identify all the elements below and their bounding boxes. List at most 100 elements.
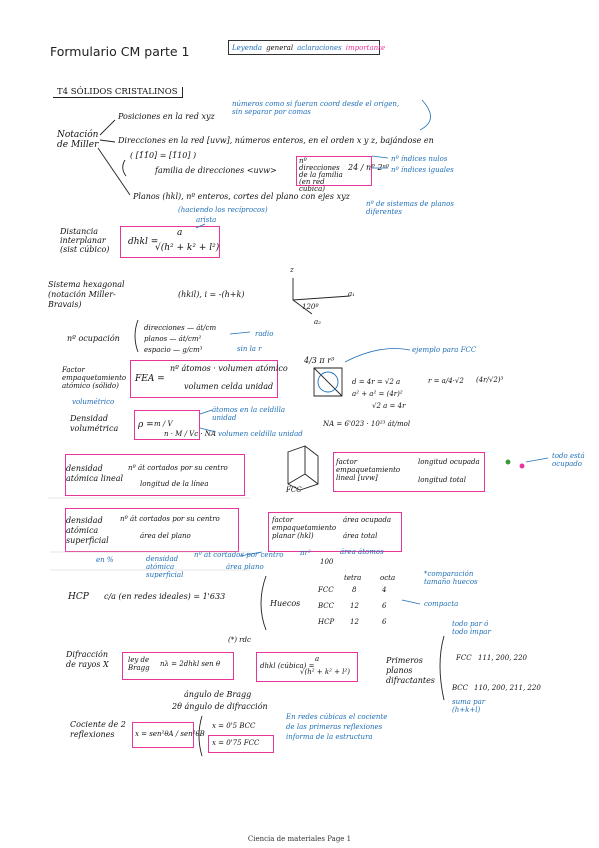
surface-packing-label: factor empaquetamiento planar (hkl) (272, 516, 337, 540)
dir-count-note: nº índices nulos (391, 155, 448, 163)
miller-family: familia de direcciones <uvw> (155, 166, 277, 175)
occupation-label: nº ocupación (67, 334, 120, 343)
surface-label: densidad atómica superficial (66, 516, 109, 545)
hcp-col-octa: octa (380, 574, 396, 582)
reflections-box (132, 722, 194, 748)
hcp-row-name: BCC (318, 602, 334, 610)
occupation-row: espacio — g/cm³ (144, 346, 203, 354)
miller-planes-family-note: nº de sistemas de planos diferentes (366, 200, 454, 216)
linear-packing-note: todo está ocupado (552, 452, 585, 468)
note-arrow (229, 331, 251, 335)
fea-example-note: ejemplo para FCC (412, 346, 477, 354)
surface-num: nº át cortados por su centro (120, 515, 220, 523)
spacing-num: a (177, 228, 183, 238)
fea-sphere: 4/3 π r³ (304, 356, 335, 365)
hcp-note-compare: *comparación tamaño huecos (424, 570, 478, 586)
dir-count-note: nº índices iguales (391, 166, 454, 174)
legend-item: Leyenda (232, 43, 263, 52)
surface-note-density: densidad atómica superficial (146, 555, 184, 579)
dir-count-value: 24 / nº 2ⁿ⁰ (348, 163, 389, 172)
spacing-note: arista (196, 216, 217, 224)
surface-note-pi: πr² (300, 549, 311, 557)
surface-den: área del plano (140, 532, 191, 540)
note-arrow (239, 551, 263, 557)
bragg-label: ley de Bragg (128, 656, 150, 672)
surface-packing-den: área total (343, 532, 378, 540)
dir-count-box (296, 156, 372, 186)
fea-eq: √2 a = 4r (372, 402, 406, 410)
d-cubic-den: √(h² + k² + l²) (300, 668, 350, 676)
fea-eq: a² + a² = (4r)² (352, 390, 403, 398)
dividers (48, 497, 250, 571)
fea-ratio: (4r/√2)³ (476, 376, 504, 384)
reflections-formula: x = sen²θA / sen²θB (135, 730, 205, 738)
reflections-label: Cociente de 2 reflexiones (70, 720, 126, 739)
page-title: Formulario CM parte 1 (50, 44, 190, 59)
note-arrow (525, 457, 549, 463)
d-cubic-box (256, 652, 358, 682)
dot-green (505, 459, 511, 465)
miller-positions: Posiciones en la red xyz (118, 112, 215, 121)
density-rhs: n · M / Vc · NA (164, 430, 216, 438)
hcp-row-name: HCP (318, 618, 335, 626)
miller-planes-note: (haciendo los recíprocos) (178, 206, 268, 214)
d-cubic-num: a (315, 655, 320, 663)
reflections-note: En redes cúbicas el cociente de las prim… (286, 713, 388, 741)
spacing-lhs: dhkl = (128, 237, 159, 247)
dir-count-label: nº direcciones de la familia (en red cúb… (299, 157, 343, 193)
miller-equiv: ( [1̄1̄0] = [1̄10] ) (130, 151, 197, 160)
bcc-label: BCC (452, 684, 468, 692)
legend-item: aclaraciones (297, 43, 342, 52)
surface-en-percent: en % (96, 556, 114, 564)
bragg-formula: nλ = 2dhkl sen θ (160, 660, 221, 668)
d-cubic-lhs: dhkl (cúbica) = (260, 662, 315, 670)
spacing-label: Distancia interplanar (sist cúbico) (60, 227, 110, 254)
planes-brace (439, 635, 445, 701)
surface-packing-box (268, 512, 402, 552)
linear-den: longitud de la línea (140, 480, 209, 488)
note-arrow (419, 99, 431, 131)
hcp-row-octa: 6 (382, 602, 387, 610)
atom-circle (317, 371, 339, 393)
surface-note-100: 100 (320, 558, 334, 566)
surface-box (65, 508, 239, 552)
linear-num: nº át cortados por su centro (128, 464, 228, 472)
linear-packing-box (333, 452, 485, 492)
fea-label-sub: volumétrico (72, 398, 115, 406)
legend-item: importante (345, 43, 386, 52)
note-arrow (401, 599, 421, 605)
reflections-brace (198, 715, 203, 757)
bcc-planes: 110, 200, 211, 220 (474, 684, 541, 692)
fcc-label: FCC (456, 654, 472, 662)
occupation-brace (134, 319, 139, 353)
occupation-row: planos — át/cm² (144, 335, 202, 343)
fcc-cube (287, 445, 319, 491)
reflections-case-box (208, 735, 274, 753)
occupation-row: direcciones — át/cm (144, 324, 217, 332)
spacing-box (120, 226, 220, 258)
reflections-case: x = 0'5 BCC (212, 722, 256, 730)
occupation-note: sin la r (237, 345, 262, 353)
first-planes-label: Primeros planos difractantes (386, 656, 435, 685)
hcp-label: HCP (68, 592, 89, 602)
hcp-col-tetra: tetra (344, 574, 362, 582)
hex-axis: a₂ (314, 318, 321, 326)
miller-label: Notación de Miller (57, 130, 99, 150)
hcp-row-octa: 6 (382, 618, 387, 626)
fea-box (130, 360, 278, 398)
fea-num: nº átomos · volumen atómico (170, 364, 288, 373)
surface-note-atoms: área átomos (340, 548, 384, 556)
hex-axes (292, 278, 351, 315)
density-label: Densidad volumétrica (70, 414, 119, 433)
fcc-note: todo par ó todo impar (452, 620, 491, 636)
fea-eq: d = 4r = √2 a (352, 378, 401, 386)
density-note-vol: volumen celdilla unidad (218, 430, 303, 438)
page-footer: Ciencia de materiales Page 1 (247, 835, 352, 843)
occupation-note: radio (255, 330, 274, 338)
note-arrow (344, 348, 411, 363)
hcp-row-tetra: 12 (350, 618, 359, 626)
angle-note2: 2θ ángulo de difracción (172, 702, 268, 711)
linear-label: densidad atómica lineal (66, 464, 124, 483)
dot-pink (519, 463, 525, 469)
